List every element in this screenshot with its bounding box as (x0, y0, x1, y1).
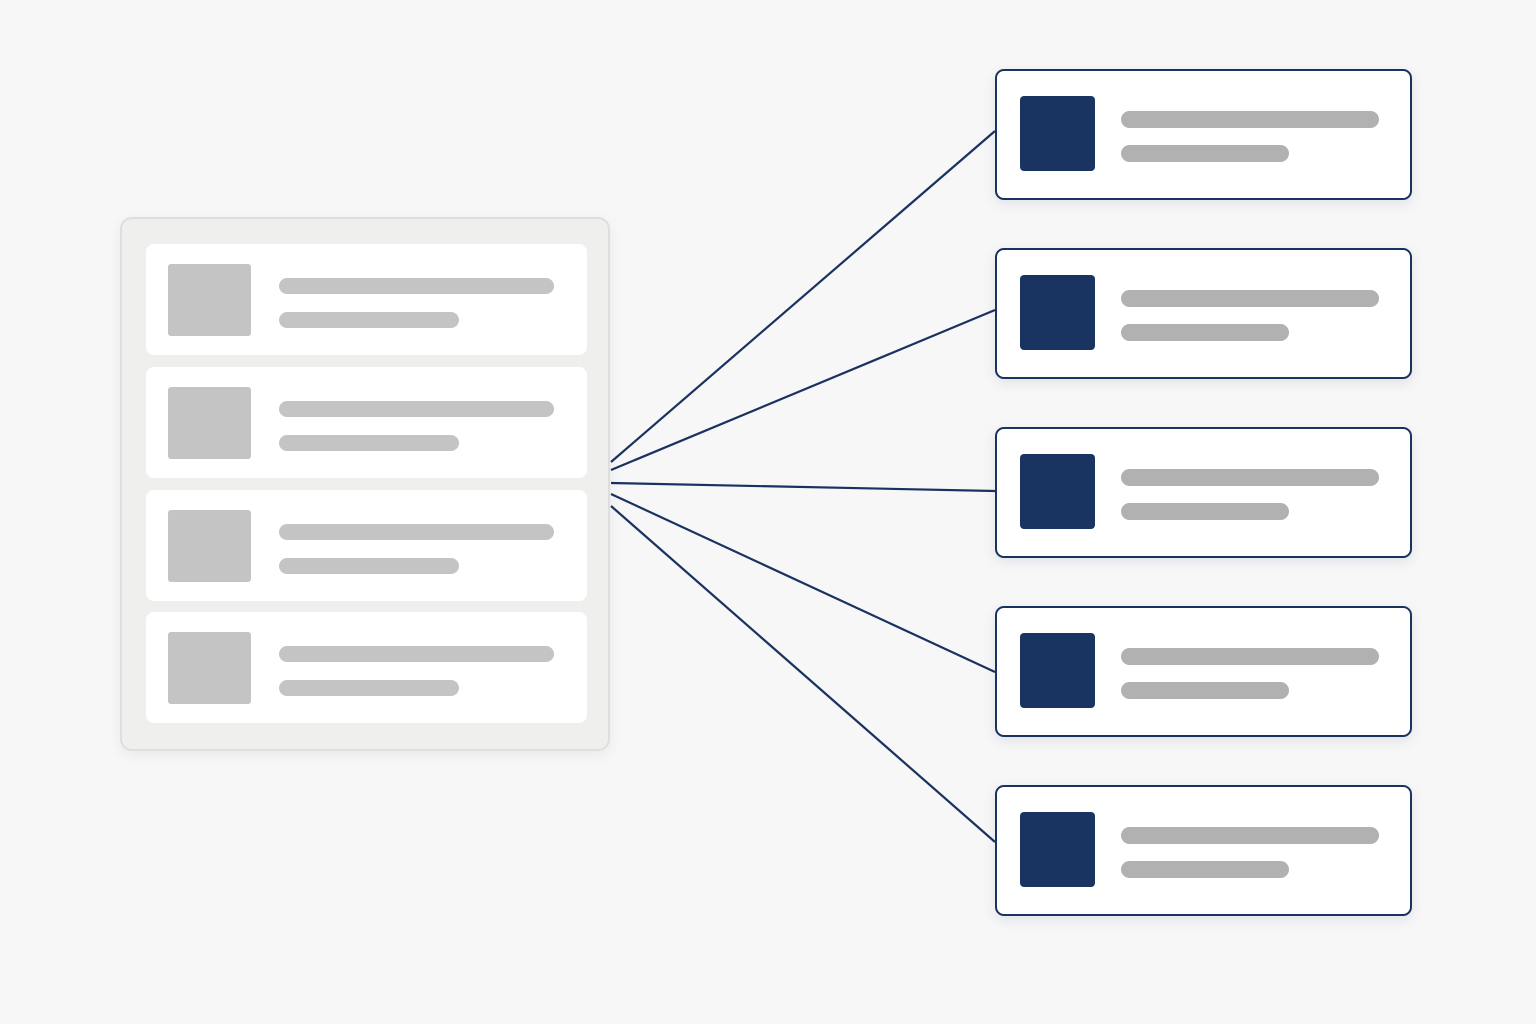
text-placeholder-line (1121, 682, 1289, 699)
source-list-item-4[interactable] (146, 612, 587, 723)
image-placeholder (1020, 633, 1095, 708)
text-placeholder-line (279, 646, 554, 662)
image-placeholder (1020, 275, 1095, 350)
connector-line-5 (610, 505, 996, 843)
image-placeholder (1020, 96, 1095, 171)
target-card-3[interactable] (995, 427, 1412, 558)
image-placeholder (168, 387, 251, 459)
text-placeholder-line (279, 401, 554, 417)
source-list-item-3[interactable] (146, 490, 587, 601)
text-placeholder-line (279, 312, 459, 328)
text-placeholder-line (1121, 324, 1289, 341)
connector-line-2 (610, 308, 996, 472)
image-placeholder (1020, 454, 1095, 529)
text-placeholder-line (279, 524, 554, 540)
text-placeholder-line (1121, 145, 1289, 162)
text-placeholder-line (1121, 290, 1379, 307)
image-placeholder (168, 264, 251, 336)
text-placeholder-line (279, 435, 459, 451)
text-placeholder-line (1121, 503, 1289, 520)
source-list-item-1[interactable] (146, 244, 587, 355)
image-placeholder (168, 632, 251, 704)
target-card-5[interactable] (995, 785, 1412, 916)
text-placeholder-line (1121, 648, 1379, 665)
connector-line-3 (610, 481, 996, 493)
connector-line-4 (610, 493, 996, 673)
source-list-panel (120, 217, 610, 751)
text-placeholder-line (1121, 469, 1379, 486)
target-card-4[interactable] (995, 606, 1412, 737)
text-placeholder-line (1121, 827, 1379, 844)
text-placeholder-line (279, 680, 459, 696)
image-placeholder (1020, 812, 1095, 887)
connector-line-1 (610, 130, 996, 463)
text-placeholder-line (279, 278, 554, 294)
text-placeholder-line (1121, 861, 1289, 878)
target-card-1[interactable] (995, 69, 1412, 200)
target-card-2[interactable] (995, 248, 1412, 379)
text-placeholder-line (279, 558, 459, 574)
source-list-item-2[interactable] (146, 367, 587, 478)
text-placeholder-line (1121, 111, 1379, 128)
image-placeholder (168, 510, 251, 582)
